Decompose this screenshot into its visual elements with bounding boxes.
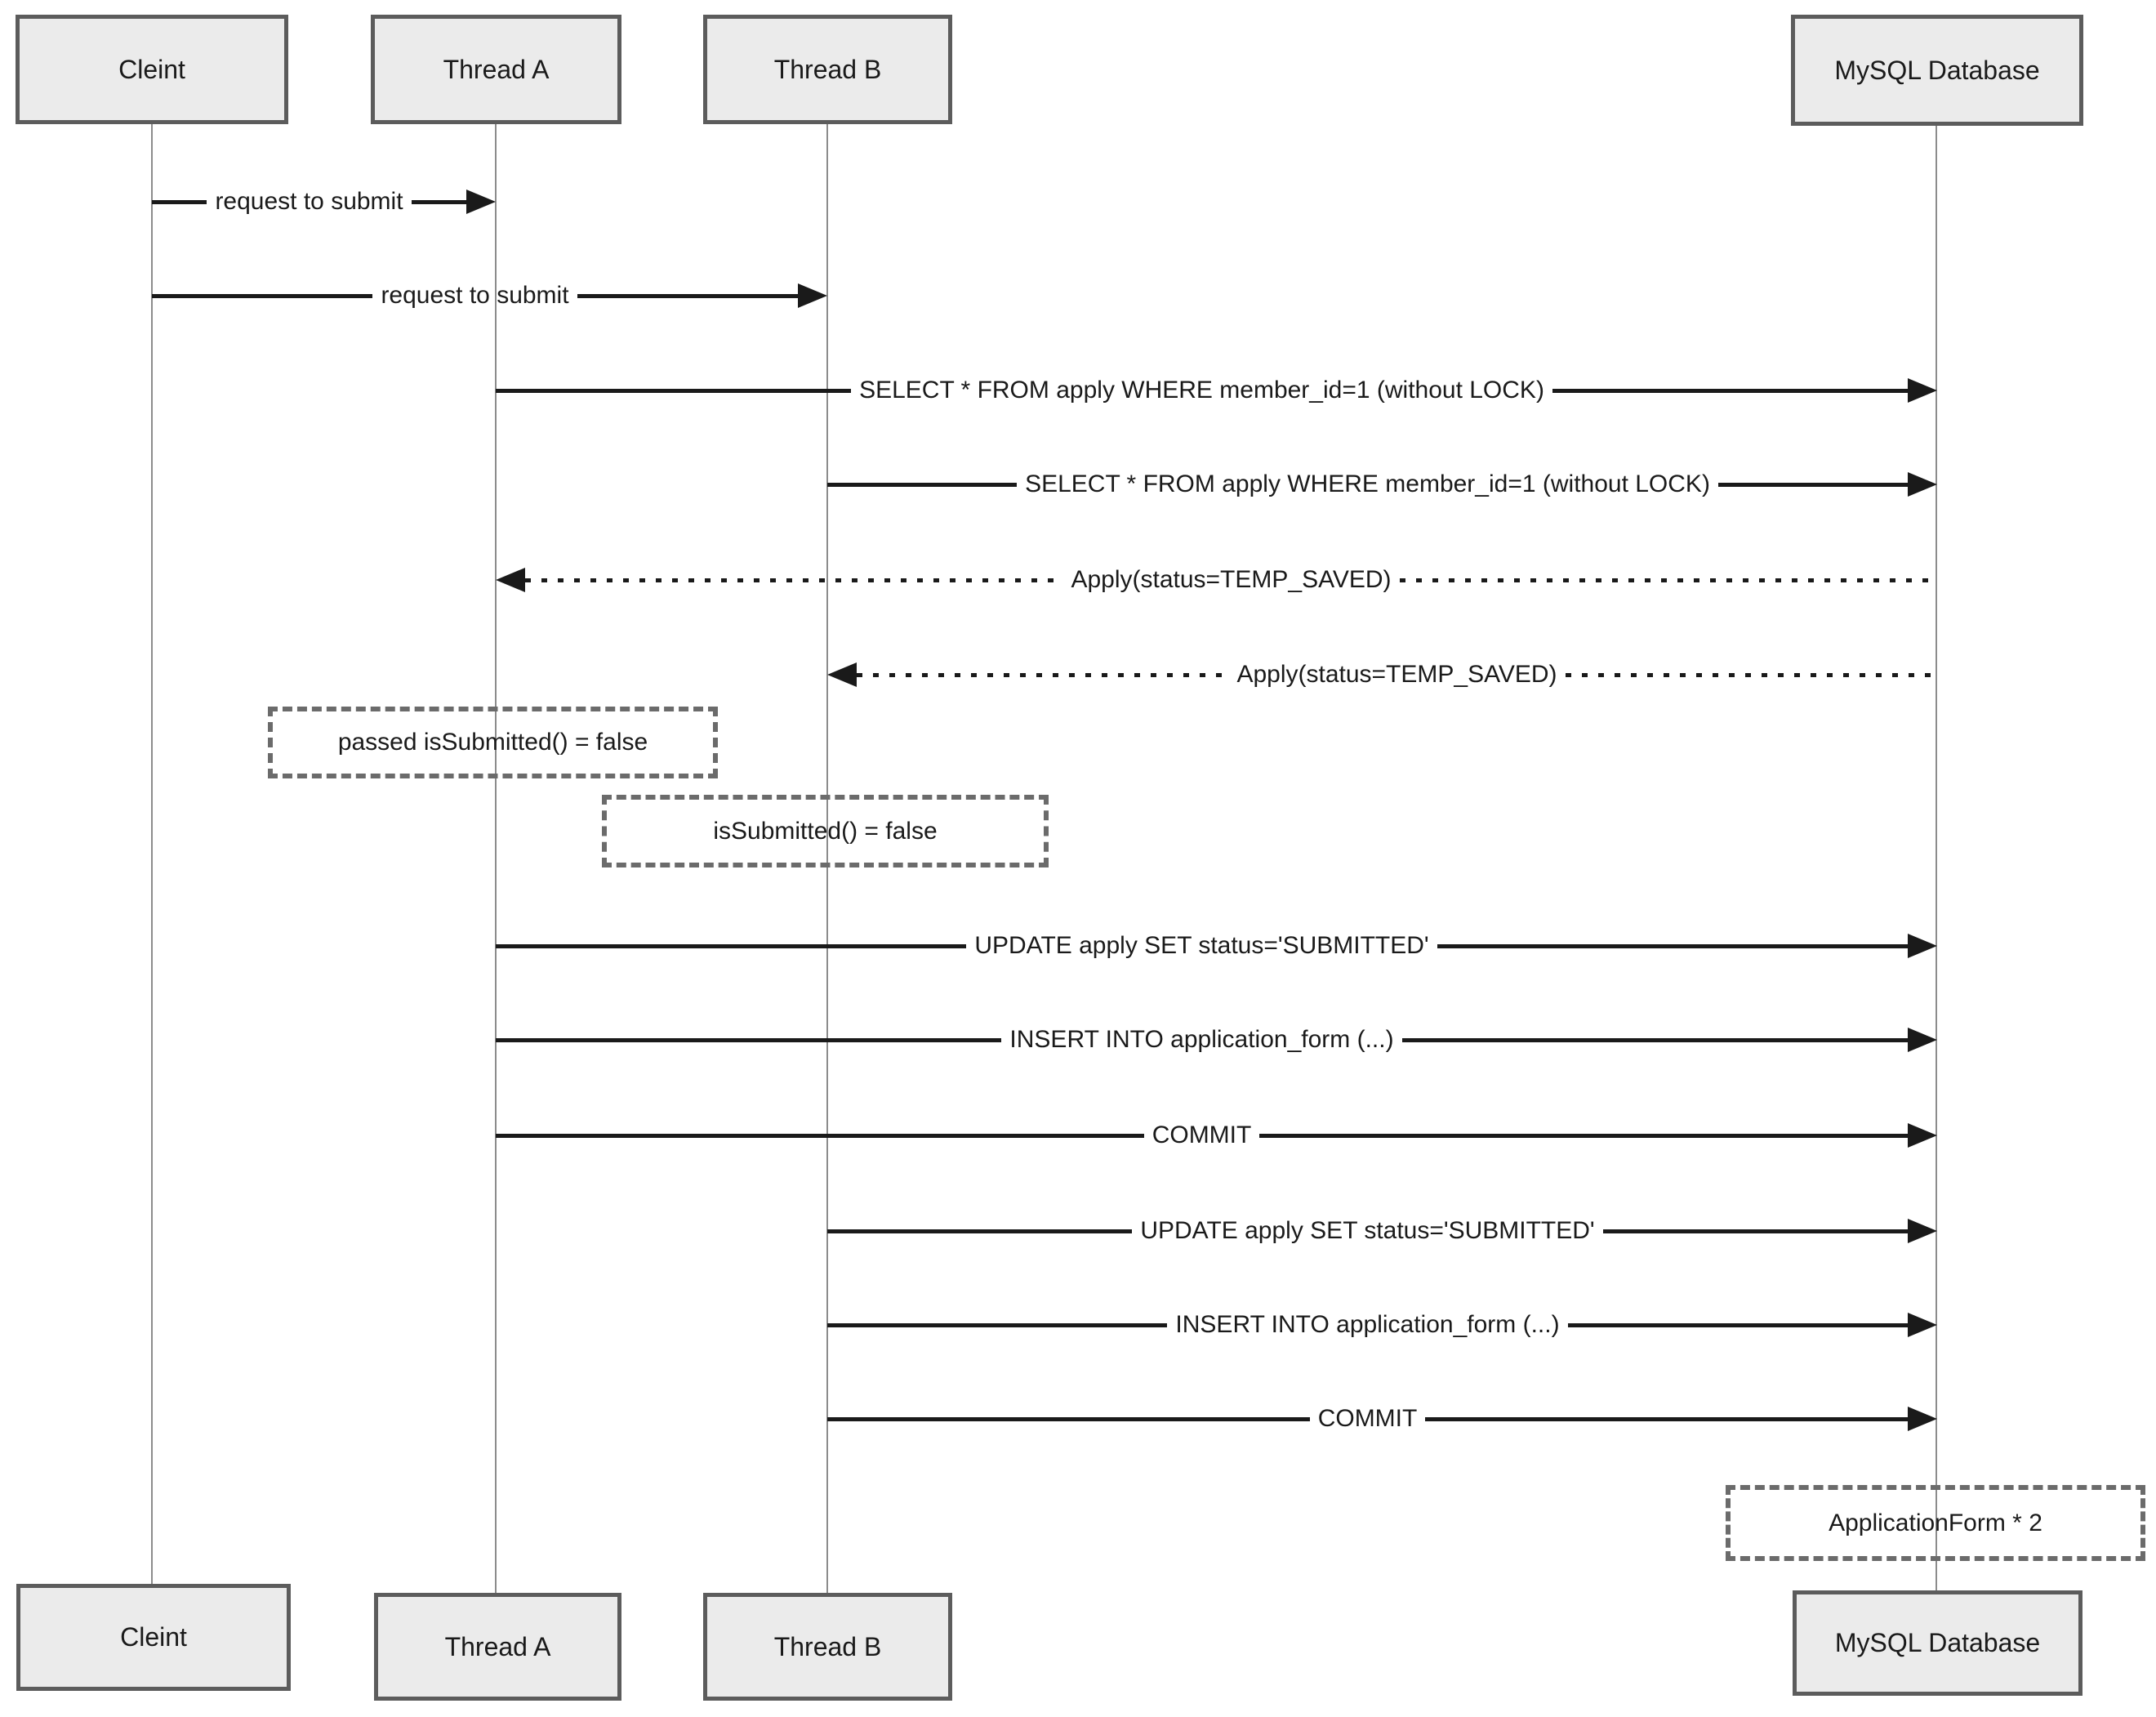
message-label: COMMIT (1152, 1122, 1252, 1148)
message-mysql-to-thread-a-apply: Apply(status=TEMP_SAVED) (496, 562, 1937, 598)
arrowhead-right-icon (1908, 1028, 1937, 1052)
message-line (496, 1133, 1144, 1138)
actor-client-label: Cleint (120, 1622, 187, 1652)
message-line-dotted (1565, 672, 1937, 677)
arrowhead-left-icon (496, 568, 525, 592)
actor-thread-b-label: Thread B (773, 54, 882, 84)
message-thread-a-insert: INSERT INTO application_form (...) (496, 1022, 1937, 1058)
actor-thread-a-label: Thread A (443, 54, 550, 84)
message-thread-a-select: SELECT * FROM apply WHERE member_id=1 (w… (496, 372, 1937, 408)
message-line (496, 388, 852, 393)
message-label: SELECT * FROM apply WHERE member_id=1 (w… (859, 377, 1544, 404)
actor-thread-b-bottom: Thread B (703, 1593, 952, 1701)
message-label: request to submit (215, 188, 403, 215)
message-label: Apply(status=TEMP_SAVED) (1236, 661, 1557, 688)
message-thread-b-update: UPDATE apply SET status='SUBMITTED' (827, 1213, 1937, 1249)
message-mysql-to-thread-b-apply: Apply(status=TEMP_SAVED) (827, 657, 1937, 693)
actor-thread-a-top: Thread A (371, 15, 621, 124)
actor-client-label: Cleint (118, 54, 185, 84)
message-line (1425, 1416, 1909, 1421)
message-label: COMMIT (1317, 1405, 1418, 1432)
message-line-dotted (857, 672, 1229, 677)
lifeline-thread-b (826, 124, 828, 1593)
message-label: UPDATE apply SET status='SUBMITTED' (1140, 1217, 1595, 1244)
actor-thread-a-bottom: Thread A (374, 1593, 621, 1701)
message-line-dotted (1399, 578, 1937, 582)
lifeline-client (151, 124, 153, 1584)
message-line (1717, 482, 1908, 487)
arrowhead-right-icon (1908, 1219, 1937, 1243)
note-label: passed isSubmitted() = false (337, 729, 648, 756)
message-label: Apply(status=TEMP_SAVED) (1071, 566, 1392, 593)
note-label: isSubmitted() = false (713, 817, 938, 845)
message-client-to-thread-a-request: request to submit (152, 184, 496, 220)
actor-client-bottom: Cleint (16, 1584, 291, 1691)
message-label: INSERT INTO application_form (...) (1009, 1026, 1394, 1053)
actor-thread-a-label: Thread A (444, 1631, 551, 1661)
message-line (827, 1322, 1168, 1327)
actor-client-top: Cleint (16, 15, 288, 124)
message-label: INSERT INTO application_form (...) (1175, 1311, 1560, 1338)
actor-mysql-db-bottom: MySQL Database (1793, 1590, 2082, 1696)
actor-thread-b-top: Thread B (703, 15, 952, 124)
note-applicationform-x2: ApplicationForm * 2 (1726, 1485, 2145, 1561)
arrowhead-right-icon (1908, 1123, 1938, 1148)
arrowhead-right-icon (1908, 472, 1937, 497)
message-thread-a-update: UPDATE apply SET status='SUBMITTED' (496, 928, 1937, 964)
arrowhead-right-icon (1908, 1407, 1938, 1431)
lifeline-mysql-db (1936, 126, 1937, 1590)
actor-mysql-db-label: MySQL Database (1834, 1628, 2041, 1657)
arrowhead-right-icon (798, 283, 827, 308)
message-line (496, 943, 967, 948)
message-line (1552, 388, 1908, 393)
message-line-dotted (525, 578, 1063, 582)
note-passed-issubmitted-false: passed isSubmitted() = false (268, 707, 718, 778)
actor-thread-b-label: Thread B (773, 1631, 882, 1661)
message-line (1401, 1037, 1908, 1042)
arrowhead-right-icon (1908, 934, 1937, 958)
message-thread-b-select: SELECT * FROM apply WHERE member_id=1 (w… (827, 466, 1937, 502)
message-label: SELECT * FROM apply WHERE member_id=1 (w… (1025, 471, 1710, 497)
message-label: UPDATE apply SET status='SUBMITTED' (974, 932, 1429, 959)
message-line (152, 293, 373, 298)
message-line (411, 199, 466, 204)
message-line (496, 1037, 1002, 1042)
note-issubmitted-false: isSubmitted() = false (602, 795, 1049, 867)
message-line (1259, 1133, 1909, 1138)
lifeline-thread-a (495, 124, 497, 1593)
message-line (1602, 1229, 1908, 1233)
arrowhead-right-icon (1908, 1313, 1937, 1337)
note-label: ApplicationForm * 2 (1829, 1509, 2042, 1536)
actor-mysql-db-label: MySQL Database (1834, 55, 2040, 85)
message-line (1437, 943, 1908, 948)
message-thread-b-insert: INSERT INTO application_form (...) (827, 1307, 1937, 1343)
message-label: request to submit (381, 282, 569, 309)
arrowhead-right-icon (1908, 378, 1937, 403)
actor-mysql-db-top: MySQL Database (1791, 15, 2083, 126)
message-thread-b-commit: COMMIT (827, 1401, 1938, 1437)
message-line (577, 293, 798, 298)
message-line (827, 482, 1018, 487)
message-line (1567, 1322, 1908, 1327)
message-line (827, 1416, 1310, 1421)
arrowhead-right-icon (466, 190, 496, 214)
message-line (152, 199, 207, 204)
arrowhead-left-icon (827, 662, 857, 687)
message-client-to-thread-b-request: request to submit (152, 278, 827, 314)
message-thread-a-commit: COMMIT (496, 1117, 1938, 1153)
message-line (827, 1229, 1133, 1233)
